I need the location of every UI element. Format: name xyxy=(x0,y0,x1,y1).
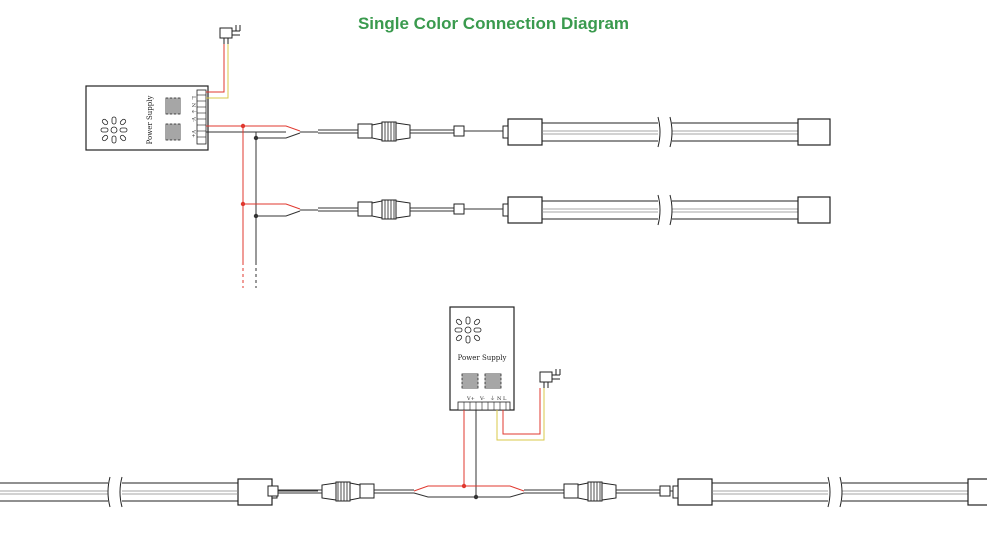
top-strip-2 xyxy=(502,194,831,226)
bottom-terminal-l: L xyxy=(503,396,507,402)
top-terminal-n: N xyxy=(190,103,196,108)
bottom-ac-plug xyxy=(496,368,561,441)
top-strip-1 xyxy=(502,116,831,148)
bottom-output-wires xyxy=(413,410,525,500)
bottom-terminal-vplus: V+ xyxy=(466,396,475,402)
bottom-terminal-ground: ⏚ xyxy=(490,395,495,402)
top-power-supply-label: Power Supply xyxy=(146,96,154,145)
bottom-terminal-vminus: V- xyxy=(479,396,485,402)
top-terminal-l: L xyxy=(190,96,196,100)
top-connector-2 xyxy=(317,199,465,220)
top-connector-1 xyxy=(317,121,465,142)
top-ac-plug xyxy=(206,24,241,99)
bottom-strip-right xyxy=(672,476,987,508)
top-terminal-ground: ⏚ xyxy=(190,109,197,114)
bottom-strip-left xyxy=(0,476,278,508)
top-terminal-vplus: V+ xyxy=(190,129,196,138)
top-power-supply: Power Supply L N ⏚ V- V+ xyxy=(85,85,209,151)
diagram-title: Single Color Connection Diagram xyxy=(357,14,630,33)
bottom-power-supply-label: Power Supply xyxy=(458,354,507,362)
bottom-power-supply: Power Supply V+ V- ⏚ N L xyxy=(449,306,515,411)
bottom-terminal-n: N xyxy=(497,396,502,402)
bottom-connector-right xyxy=(523,481,671,502)
top-terminal-vminus: V- xyxy=(190,116,196,122)
top-output-wires xyxy=(206,123,318,288)
